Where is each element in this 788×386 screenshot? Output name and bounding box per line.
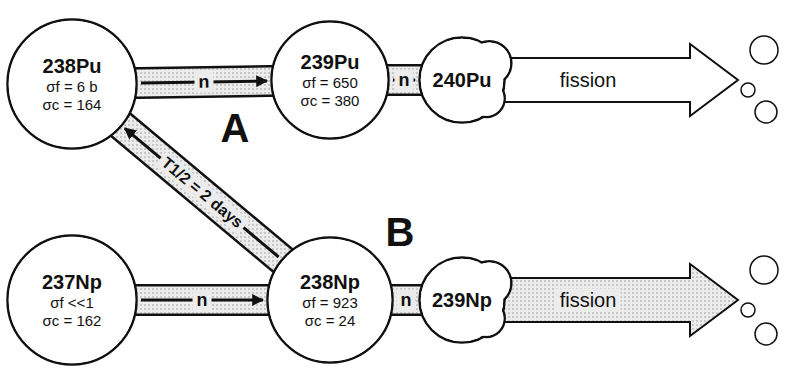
nucleus-text: 239Puσf = 650σc = 380 (301, 50, 360, 110)
cross-section-value: σf = 923 (302, 294, 358, 312)
neutron-label: n (194, 71, 213, 92)
outline-fill (273, 23, 388, 138)
fragment-bubble (741, 303, 755, 317)
nucleus-text: 238Npσf = 923σc = 24 (300, 270, 360, 330)
cross-section-value: σf = 6 b (46, 78, 97, 96)
reaction-arrow (125, 128, 279, 257)
cross-section-value: σf = 650 (302, 74, 358, 92)
half-life-label: T1/2 = 2 days (154, 151, 249, 234)
outline-part (8, 20, 137, 149)
fission-arrow (500, 36, 778, 123)
fission-arrow-shape (500, 264, 738, 336)
cross-section-value: σc = 380 (301, 92, 360, 110)
nucleus-circle: 238Npσf = 923σc = 24 (266, 236, 394, 364)
outline-part (272, 22, 389, 139)
nuclide-name: 238Pu (43, 54, 102, 78)
outline-fill (9, 237, 136, 364)
nuclide-name: 239Np (432, 288, 492, 312)
neutron-label: n (193, 290, 212, 311)
nucleus-text: 237Npσf <<1σc = 162 (42, 270, 102, 330)
nucleus-text: 240Pu (433, 68, 492, 92)
nucleus-circle: 239Puσf = 650σc = 380 (270, 20, 390, 140)
nuclide-name: 239Pu (301, 50, 360, 74)
neutron-label: n (397, 290, 416, 311)
outline-fill (269, 239, 392, 362)
outline-part (268, 238, 393, 363)
nucleus-text: 238Puσf = 6 bσc = 164 (43, 54, 102, 114)
process-label: fission (560, 69, 617, 92)
outline-fill (9, 21, 136, 148)
cross-section-value: σc = 162 (43, 312, 102, 330)
nuclide-name: 237Np (42, 270, 102, 294)
nuclide-name: 240Pu (433, 68, 492, 92)
fragment-bubble (741, 83, 755, 97)
neutron-label: n (395, 70, 414, 91)
fragment-bubble (750, 36, 778, 64)
nuclide-name: 238Np (300, 270, 360, 294)
fragment-bubble (755, 101, 777, 123)
fission-arrow-shape (500, 44, 738, 116)
region-letter: A (221, 106, 250, 151)
process-label: fission (556, 289, 621, 312)
cross-section-value: σf <<1 (50, 294, 93, 312)
nucleus-blob: 240Pu (418, 36, 506, 124)
region-letter: B (386, 210, 415, 255)
outline-part (8, 236, 137, 365)
nucleus-text: 239Np (432, 288, 492, 312)
fragment-bubble (750, 256, 778, 284)
fission-arrow (500, 256, 778, 345)
nucleus-blob: 239Np (418, 256, 506, 344)
fragment-bubble (755, 323, 777, 345)
cross-section-value: σc = 164 (43, 96, 102, 114)
nucleus-circle: 237Npσf <<1σc = 162 (6, 234, 138, 366)
nucleus-circle: 238Puσf = 6 bσc = 164 (6, 18, 138, 150)
cross-section-value: σc = 24 (305, 312, 356, 330)
